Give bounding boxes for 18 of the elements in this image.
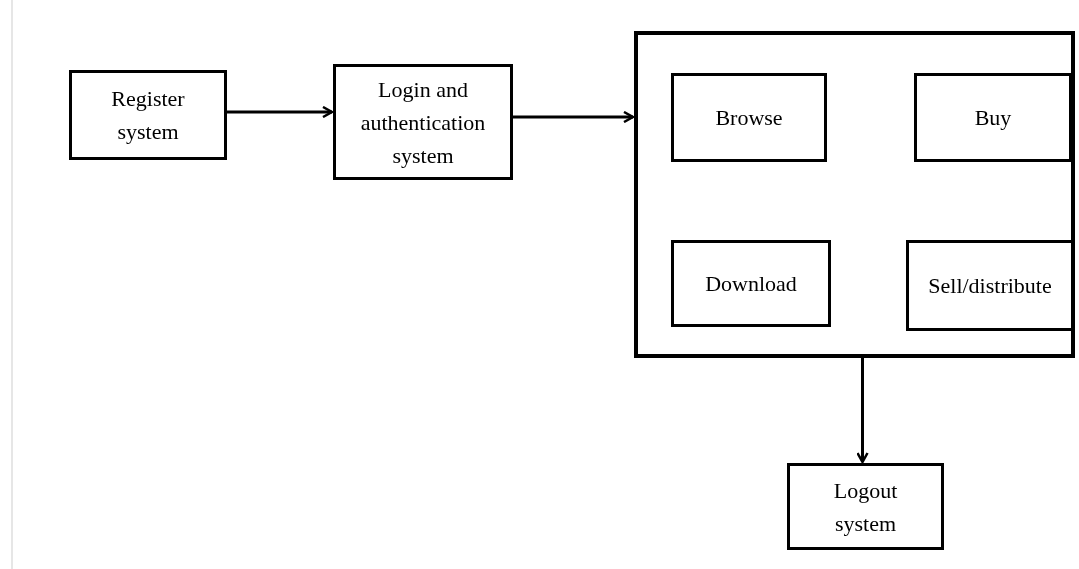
group-box: [634, 31, 1075, 358]
arrow: [227, 105, 334, 119]
box-label: Register system: [110, 85, 186, 146]
process-box: [333, 64, 513, 180]
process-box: [914, 73, 1072, 162]
box-label: Logout system: [832, 476, 899, 538]
box-label: Download: [705, 270, 797, 298]
box-label: Sell/distribute: [928, 272, 1052, 300]
process-box: [671, 240, 831, 327]
box-label: Buy: [974, 104, 1012, 132]
arrow: [513, 110, 635, 124]
box-label: Browse: [715, 104, 783, 132]
process-box: [69, 70, 227, 160]
box-label: Login and authentication system: [359, 75, 487, 170]
arrow: [856, 358, 869, 464]
process-box: [906, 240, 1074, 331]
process-box: [787, 463, 944, 550]
process-box: [671, 73, 827, 162]
